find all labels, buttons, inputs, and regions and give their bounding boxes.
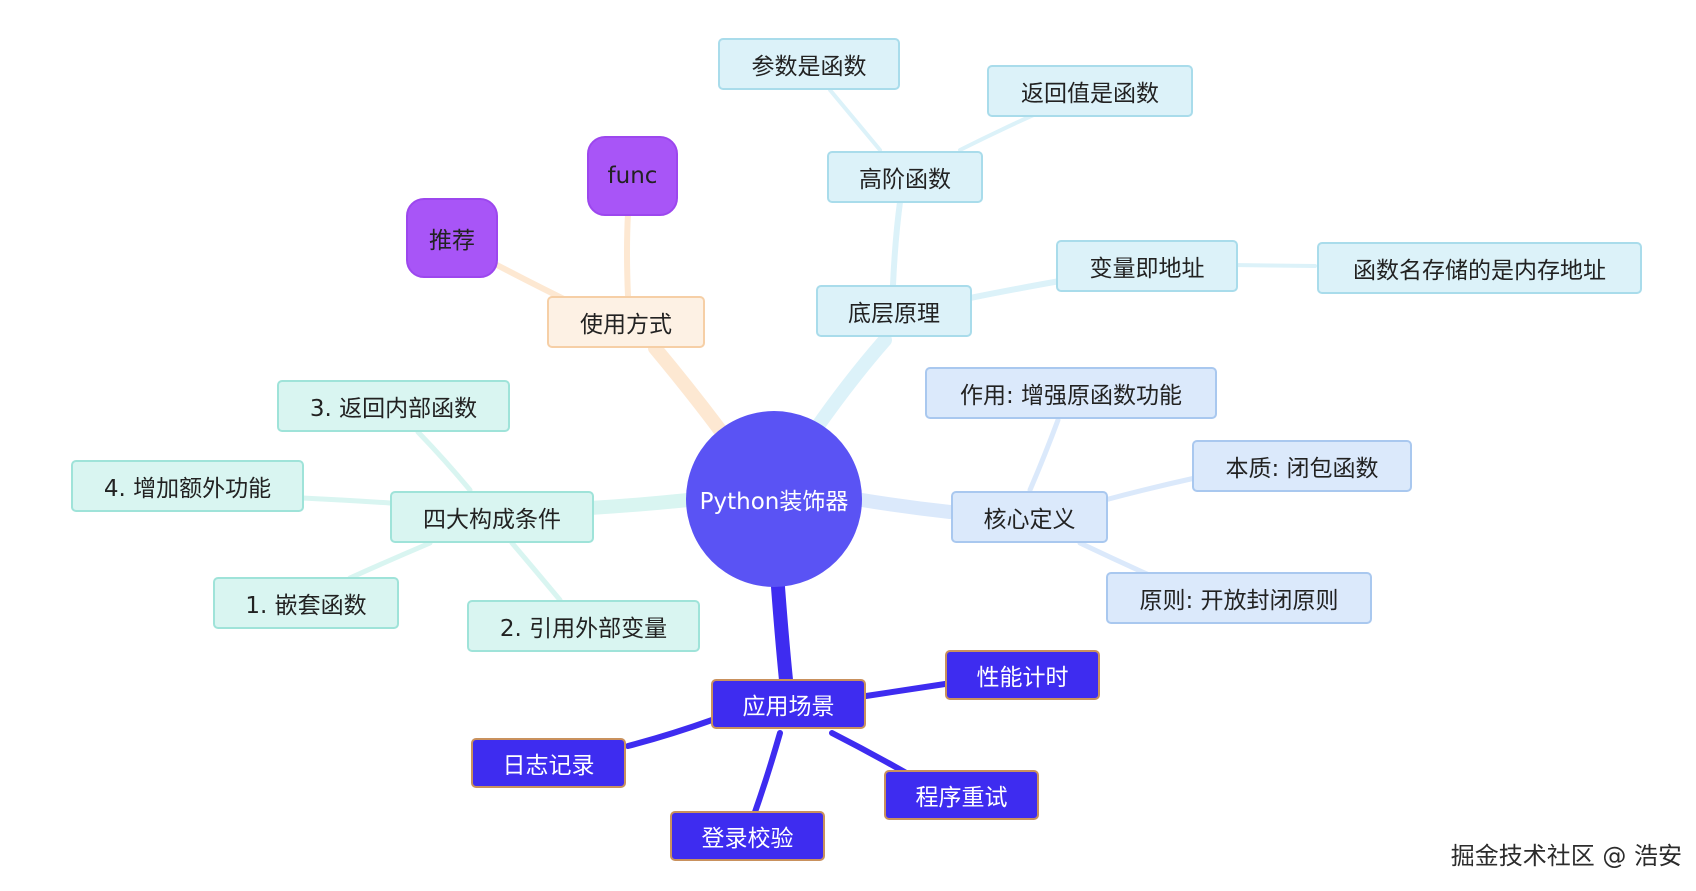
edge-root-four [583, 493, 695, 515]
edge-var-funcname [1230, 263, 1317, 268]
node-role: 作用: 增强原函数功能 [925, 367, 1217, 419]
node-core-def: 核心定义 [951, 491, 1108, 543]
edge-four-cond3 [415, 429, 473, 493]
node-var-is-addr: 变量即地址 [1056, 240, 1238, 292]
edge-highorder-param [828, 88, 882, 152]
node-login-check: 登录校验 [670, 811, 825, 861]
edge-root-usage [648, 341, 727, 437]
node-principle: 原则: 开放封闭原则 [1106, 572, 1372, 624]
node-cond1: 1. 嵌套函数 [213, 577, 399, 629]
edge-core-role [1027, 417, 1061, 493]
node-logging: 日志记录 [471, 738, 626, 788]
node-param-is-func: 参数是函数 [718, 38, 900, 90]
node-essence: 本质: 闭包函数 [1192, 440, 1412, 492]
node-four-conditions: 四大构成条件 [390, 491, 594, 543]
edge-root-scenarios [771, 580, 793, 687]
watermark: 掘金技术社区 @ 浩安 [1450, 842, 1682, 870]
edge-underlying-var [967, 278, 1063, 301]
edge-scenarios-log [625, 717, 715, 749]
node-cond2: 2. 引用外部变量 [467, 600, 700, 652]
node-retry: 程序重试 [884, 770, 1039, 820]
node-cond4: 4. 增加额外功能 [71, 460, 304, 512]
edge-scenarios-login [752, 730, 783, 815]
node-underlying: 底层原理 [816, 285, 972, 337]
edge-highorder-return [958, 110, 1042, 152]
node-high-order: 高阶函数 [827, 151, 983, 203]
edge-usage-func [624, 211, 631, 299]
edge-scenarios-perf [863, 681, 948, 699]
node-func: func [587, 136, 678, 216]
edge-core-essence [1102, 475, 1198, 503]
node-func-name-addr: 函数名存储的是内存地址 [1317, 242, 1642, 294]
node-return-is-func: 返回值是函数 [987, 65, 1193, 117]
edge-root-core [855, 493, 957, 519]
edge-four-cond1 [347, 540, 433, 581]
root-node: Python装饰器 [686, 411, 862, 587]
node-usage: 使用方式 [547, 296, 705, 348]
edge-root-underlying [808, 333, 892, 437]
node-scenarios: 应用场景 [711, 679, 866, 729]
edge-underlying-highorder [890, 199, 903, 288]
node-cond3: 3. 返回内部函数 [277, 380, 510, 432]
edge-four-cond2 [509, 540, 563, 603]
node-recommend: 推荐 [406, 198, 498, 278]
edge-four-cond4 [299, 495, 393, 506]
node-perf-timing: 性能计时 [945, 650, 1100, 700]
